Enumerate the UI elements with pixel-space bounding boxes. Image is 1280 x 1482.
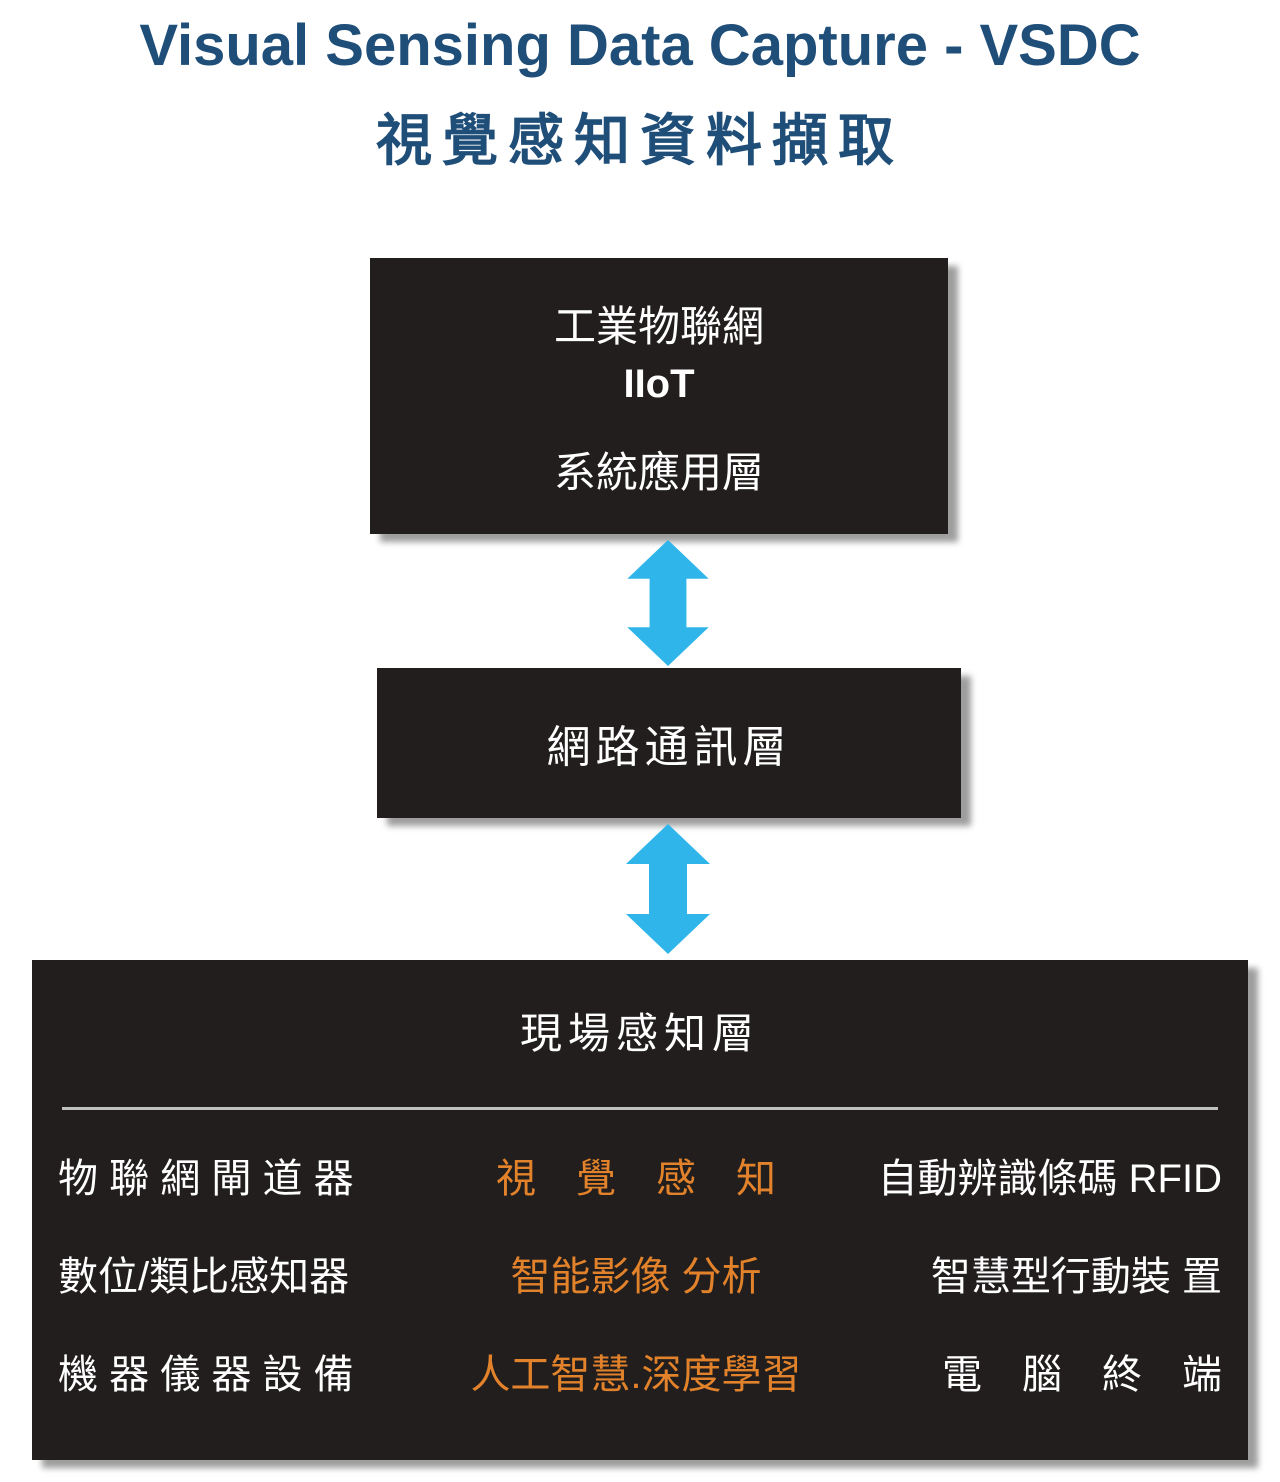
field-row: 機 器 儀 器 設 備 人工智慧.深度學習 電 腦 終 端 xyxy=(58,1350,1222,1400)
field-sensing-layer-box: 現場感知層 物 聯 網 閘 道 器 視 覺 感 知 自動辨識條碼 RFID 數位… xyxy=(32,960,1248,1460)
field-layer-items: 物 聯 網 閘 道 器 視 覺 感 知 自動辨識條碼 RFID 數位/類比感知器… xyxy=(32,1154,1248,1400)
field-item-smart-mobile-device: 智慧型行動裝 置 xyxy=(930,1255,1222,1299)
network-layer-label: 網路通訊層 xyxy=(546,723,792,772)
field-item-rfid: 自動辨識條碼 RFID xyxy=(877,1157,1222,1201)
field-item-sensors: 數位/類比感知器 xyxy=(58,1255,350,1299)
field-item-ai-deep-learning: 人工智慧.深度學習 xyxy=(470,1353,802,1397)
application-layer-line2: IIoT xyxy=(623,361,695,406)
field-item-computer-terminal: 電 腦 終 端 xyxy=(942,1353,1222,1397)
field-item-smart-image-analysis: 智能影像 分析 xyxy=(510,1255,762,1299)
page-title-english: Visual Sensing Data Capture - VSDC xyxy=(139,13,1141,78)
field-row: 數位/類比感知器 智能影像 分析 智慧型行動裝 置 xyxy=(58,1252,1222,1302)
field-item-machines-equipment: 機 器 儀 器 設 備 xyxy=(58,1353,354,1397)
field-item-iot-gateway: 物 聯 網 閘 道 器 xyxy=(58,1157,354,1201)
double-arrow-icon xyxy=(626,540,710,666)
double-arrow-icon xyxy=(626,822,710,956)
application-layer-line3: 系統應用層 xyxy=(553,448,764,496)
field-row: 物 聯 網 閘 道 器 視 覺 感 知 自動辨識條碼 RFID xyxy=(58,1154,1222,1204)
network-layer-box: 網路通訊層 xyxy=(377,668,961,818)
page-title-chinese: 視覺感知資料擷取 xyxy=(376,109,904,172)
field-item-visual-sensing: 視 覺 感 知 xyxy=(496,1157,776,1201)
application-layer-box: 工業物聯網 IIoT 系統應用層 xyxy=(370,258,948,534)
application-layer-line1: 工業物聯網 xyxy=(553,302,764,350)
field-layer-title: 現場感知層 xyxy=(519,1010,760,1057)
divider xyxy=(62,1107,1218,1110)
